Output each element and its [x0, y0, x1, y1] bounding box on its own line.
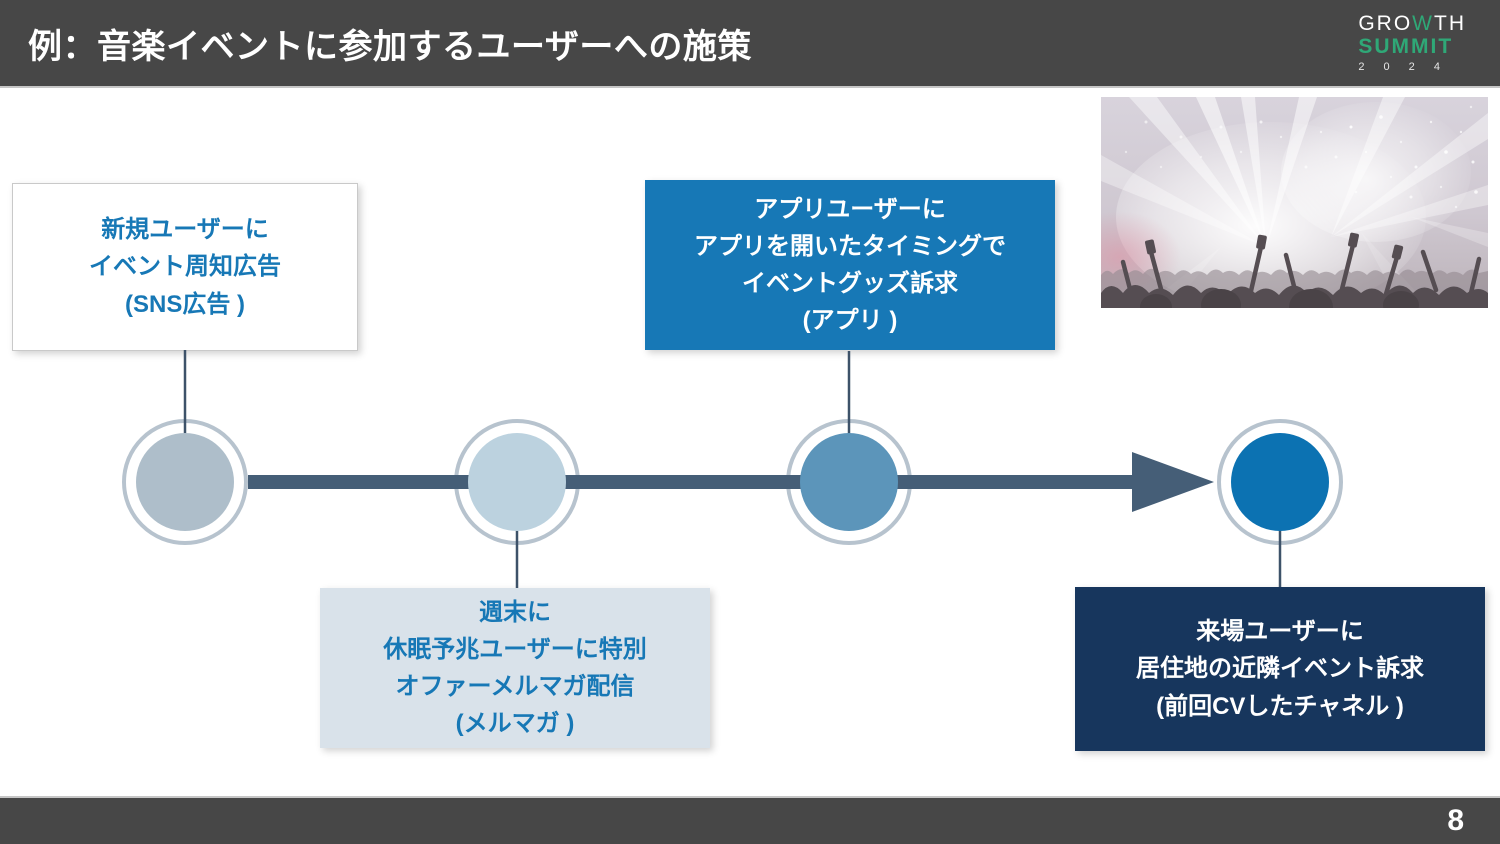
slide-title: 例：音楽イベントに参加するユーザーへの施策 — [28, 27, 752, 66]
step3-dot — [800, 433, 898, 531]
step2-dot — [468, 433, 566, 531]
slide-header: 例：音楽イベントに参加するユーザーへの施策 GROWTH SUMMIT 2 0 … — [0, 0, 1500, 88]
step-box-app-push: アプリユーザーに アプリを開いたタイミングで イベントグッズ訴求 (アプリ ) — [645, 180, 1055, 350]
page-number: 8 — [1447, 804, 1464, 837]
logo-year-text: 2 0 2 4 — [1358, 61, 1448, 74]
right-glow — [1281, 102, 1471, 242]
logo-growth-post: TH — [1434, 12, 1466, 35]
step-label: 新規ユーザーに イベント周知広告 (SNS広告 ) — [89, 216, 281, 318]
timeline-diagram — [122, 350, 1343, 588]
timeline-arrowhead-icon — [1132, 452, 1214, 512]
timeline-dots — [136, 433, 1329, 531]
step-label: 週末に 休眠予兆ユーザーに特別 オファーメルマガ配信 (メルマガ ) — [383, 598, 647, 738]
box-connectors — [183, 350, 1282, 588]
step-box-visited-users: 来場ユーザーに 居住地の近隣イベント訴求 (前回CVしたチャネル ) — [1075, 587, 1485, 751]
confetti-specks — [1124, 105, 1478, 209]
logo-growth-w: W — [1412, 12, 1434, 35]
slide-footer: 8 — [0, 796, 1500, 844]
timeline-band — [248, 475, 1132, 489]
logo-summit-text: SUMMIT — [1358, 34, 1454, 58]
step-box-sns-ad: 新規ユーザーに イベント周知広告 (SNS広告 ) — [12, 183, 358, 351]
step1-dot — [136, 433, 234, 531]
step-label: 来場ユーザーに 居住地の近隣イベント訴求 (前回CVしたチャネル ) — [1136, 618, 1424, 720]
step4-dot — [1231, 433, 1329, 531]
step-box-mail-magazine: 週末に 休眠予兆ユーザーに特別 オファーメルマガ配信 (メルマガ ) — [320, 588, 710, 748]
foreground-heads — [1140, 289, 1419, 308]
logo-growth-text: GROWTH — [1358, 12, 1466, 36]
growth-summit-logo: GROWTH SUMMIT 2 0 2 4 — [1358, 12, 1466, 74]
concert-crowd-photo — [1101, 97, 1488, 308]
step-label: アプリユーザーに アプリを開いたタイミングで イベントグッズ訴求 (アプリ ) — [694, 195, 1006, 335]
logo-growth-pre: GRO — [1358, 12, 1413, 35]
raised-arms — [1120, 242, 1482, 297]
phones-in-hands — [1145, 232, 1404, 260]
